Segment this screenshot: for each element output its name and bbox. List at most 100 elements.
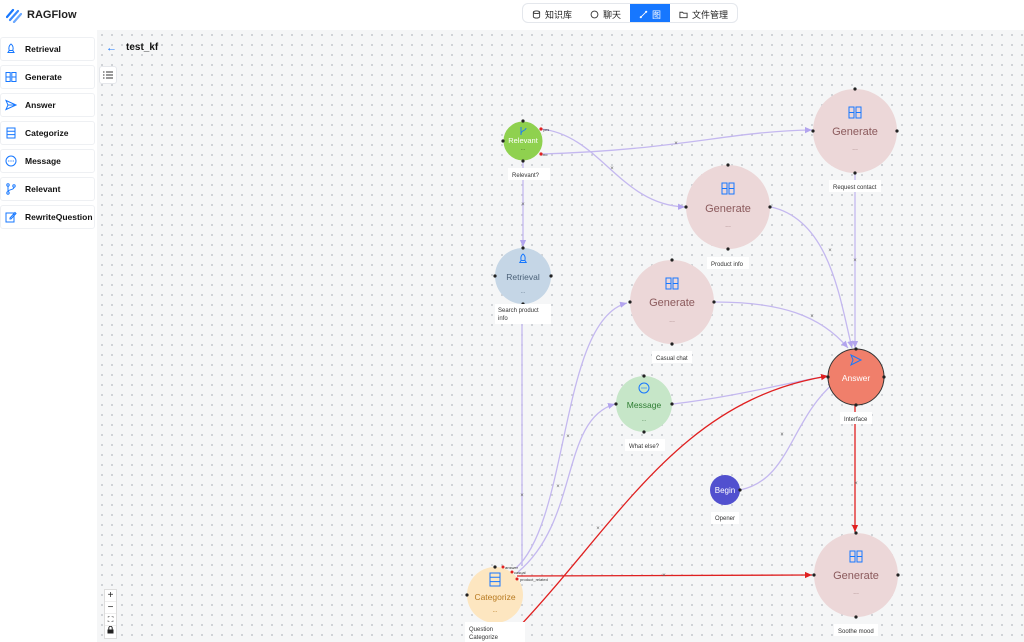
handle[interactable] bbox=[670, 402, 674, 406]
edge-delete-icon[interactable]: × bbox=[810, 314, 814, 320]
handle[interactable] bbox=[670, 342, 674, 346]
tab-label: 图 bbox=[652, 9, 662, 20]
node-description: Opener bbox=[715, 516, 735, 522]
edge-delete-icon[interactable]: × bbox=[854, 481, 858, 487]
node-answer[interactable]: Answer Interface bbox=[826, 347, 886, 424]
handle[interactable] bbox=[712, 300, 716, 304]
operator-message[interactable]: Message bbox=[0, 149, 95, 173]
edge-delete-icon[interactable]: × bbox=[610, 166, 614, 172]
handle[interactable] bbox=[896, 573, 900, 577]
handle[interactable] bbox=[726, 163, 730, 167]
handle-casual[interactable] bbox=[510, 570, 514, 574]
edge-delete-icon[interactable]: × bbox=[662, 573, 666, 579]
edge-delete-icon[interactable]: × bbox=[828, 248, 832, 254]
edge-delete-icon[interactable]: × bbox=[780, 432, 784, 438]
handle[interactable] bbox=[854, 403, 858, 407]
handle[interactable] bbox=[854, 531, 858, 535]
handle[interactable] bbox=[812, 573, 816, 577]
node-label: Retrieval bbox=[506, 272, 540, 282]
handle[interactable] bbox=[493, 565, 497, 569]
handle[interactable] bbox=[642, 430, 646, 434]
handle[interactable] bbox=[521, 119, 525, 123]
lock-button[interactable] bbox=[105, 625, 116, 638]
operator-retrieval[interactable]: Retrieval bbox=[0, 37, 95, 61]
node-description: Request contact bbox=[833, 185, 877, 191]
handle[interactable] bbox=[738, 488, 742, 492]
tab-knowledge-base[interactable]: 知识库 bbox=[523, 4, 581, 22]
handle[interactable] bbox=[854, 347, 858, 351]
tab-label: 知识库 bbox=[545, 9, 573, 20]
edge-delete-icon[interactable]: × bbox=[521, 202, 525, 208]
operator-rewrite-question[interactable]: RewriteQuestion bbox=[0, 205, 95, 229]
edge-delete-icon[interactable]: × bbox=[566, 434, 570, 440]
handle[interactable] bbox=[670, 258, 674, 262]
edge-categorize-casual[interactable] bbox=[515, 301, 628, 569]
handle[interactable] bbox=[768, 205, 772, 209]
handle[interactable] bbox=[549, 274, 553, 278]
handle-answer[interactable] bbox=[501, 565, 505, 569]
tab-label: 聊天 bbox=[603, 9, 622, 20]
handle[interactable] bbox=[628, 300, 632, 304]
node-label: Begin bbox=[715, 486, 735, 495]
edge-delete-icon[interactable]: × bbox=[674, 141, 678, 147]
handle-no[interactable] bbox=[539, 152, 543, 156]
edge-delete-icon[interactable]: × bbox=[853, 258, 857, 264]
node-relevant[interactable]: Relevant ... yes no Relevant? bbox=[501, 119, 550, 180]
handle[interactable] bbox=[501, 139, 505, 143]
edge-delete-icon[interactable]: × bbox=[556, 484, 560, 490]
handle[interactable] bbox=[854, 615, 858, 619]
operator-categorize[interactable]: Categorize bbox=[0, 121, 95, 145]
node-generate-soothe-mood[interactable]: Generate ... Soothe mood bbox=[812, 531, 900, 636]
edge-categorize-soothe[interactable] bbox=[516, 571, 813, 579]
handle[interactable] bbox=[521, 246, 525, 250]
handle[interactable] bbox=[853, 171, 857, 175]
handle-label: yes bbox=[543, 127, 549, 132]
node-categorize[interactable]: Categorize ... answer casual product_rel… bbox=[465, 565, 548, 642]
operator-relevant[interactable]: Relevant bbox=[0, 177, 95, 201]
handle[interactable] bbox=[811, 129, 815, 133]
tab-chat[interactable]: 聊天 bbox=[581, 4, 630, 22]
handle[interactable] bbox=[684, 205, 688, 209]
node-label: Generate bbox=[832, 126, 878, 138]
node-generate-product-info[interactable]: Generate ... Product info bbox=[684, 163, 772, 269]
handle[interactable] bbox=[882, 375, 886, 379]
handle[interactable] bbox=[493, 274, 497, 278]
edge-product-answer[interactable] bbox=[770, 206, 854, 349]
list-toggle-button[interactable] bbox=[99, 66, 117, 84]
handle-product-related[interactable] bbox=[515, 577, 519, 581]
zoom-in-button[interactable]: + bbox=[105, 590, 116, 602]
node-generate-request-contact[interactable]: Generate ... Request contact bbox=[811, 87, 899, 192]
edge-categorize-answer[interactable] bbox=[517, 374, 829, 629]
edge-relevant-no-product[interactable] bbox=[540, 128, 686, 210]
fit-view-button[interactable]: ⛶ bbox=[105, 614, 116, 626]
send-icon bbox=[5, 99, 17, 111]
operator-generate[interactable]: Generate bbox=[0, 65, 95, 89]
node-message[interactable]: Message ... What else? bbox=[614, 374, 674, 451]
handle[interactable] bbox=[465, 593, 469, 597]
node-begin[interactable]: Begin Opener bbox=[710, 475, 742, 524]
handle[interactable] bbox=[614, 402, 618, 406]
node-generate-casual-chat[interactable]: Generate ... Casual chat bbox=[628, 258, 716, 363]
database-icon bbox=[532, 9, 541, 19]
edge-delete-icon[interactable]: × bbox=[596, 526, 600, 532]
handle-yes[interactable] bbox=[539, 127, 543, 131]
node-description: Question bbox=[469, 627, 493, 633]
handle[interactable] bbox=[521, 159, 525, 163]
handle[interactable] bbox=[853, 87, 857, 91]
handle[interactable] bbox=[642, 374, 646, 378]
handle[interactable] bbox=[895, 129, 899, 133]
handle[interactable] bbox=[726, 247, 730, 251]
tab-graph[interactable]: 图 bbox=[630, 4, 671, 22]
operator-answer[interactable]: Answer bbox=[0, 93, 95, 117]
rocket-icon bbox=[518, 253, 528, 263]
tab-file-management[interactable]: 文件管理 bbox=[670, 4, 737, 22]
edge-begin-answer[interactable] bbox=[739, 381, 836, 491]
edge-categorize-message[interactable] bbox=[517, 402, 616, 573]
handle[interactable] bbox=[826, 375, 830, 379]
node-retrieval[interactable]: Retrieval ... Search product info bbox=[493, 246, 553, 324]
back-arrow-icon[interactable]: ← bbox=[106, 42, 117, 54]
edge-casual-answer[interactable] bbox=[714, 301, 849, 349]
zoom-out-button[interactable]: − bbox=[105, 602, 116, 614]
edge-delete-icon[interactable]: × bbox=[520, 493, 524, 499]
handle-label: no bbox=[543, 152, 548, 157]
